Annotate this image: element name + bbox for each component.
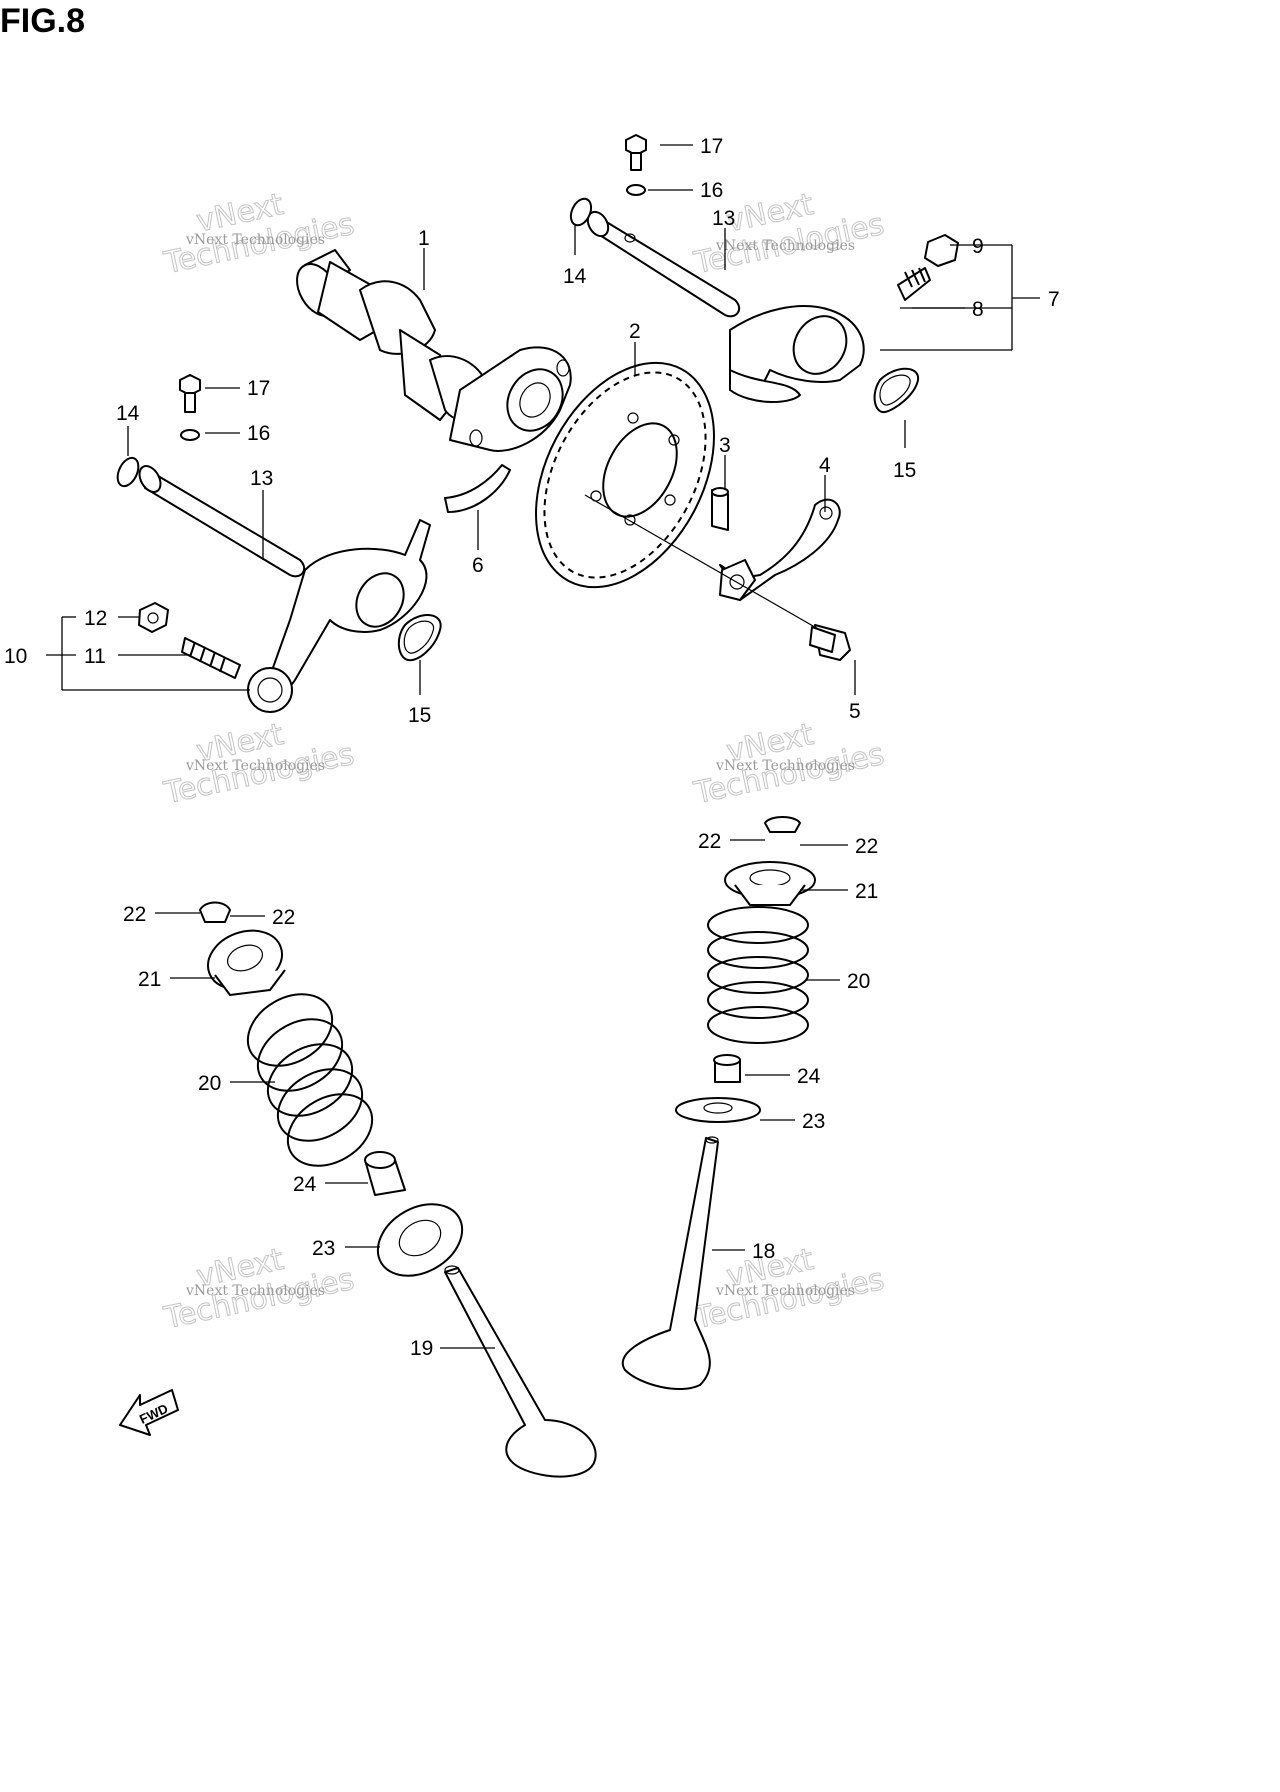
leader-lines: [46, 144, 1040, 1349]
o-ring-15-left: [397, 613, 442, 662]
spring-retainer-left: [207, 929, 286, 996]
svg-text:vNext Technologies: vNext Technologies: [185, 758, 325, 774]
callout-15b: 15: [408, 704, 431, 727]
bracket: [719, 498, 841, 601]
svg-text:vNext Technologies: vNext Technologies: [715, 238, 855, 254]
rocker-arm-left: [247, 519, 431, 713]
callout-1: 1: [418, 227, 430, 250]
bolt-17-left: [179, 374, 201, 413]
adjuster-screw-upper: [897, 267, 931, 301]
callout-17b: 17: [247, 377, 270, 400]
spring-retainer-right: [724, 861, 816, 906]
callout-21a: 21: [855, 880, 878, 903]
spring-seat-left: [376, 1203, 464, 1277]
callout-8: 8: [972, 298, 984, 321]
callout-23a: 23: [802, 1110, 825, 1133]
svg-text:vNext Technologies: vNext Technologies: [715, 758, 855, 774]
o-ring-14-left: [116, 456, 140, 488]
callout-20b: 20: [198, 1072, 221, 1095]
callout-22b: 22: [855, 835, 878, 858]
valve-spring-right: [707, 906, 809, 1044]
callout-22c: 22: [123, 903, 146, 926]
rocker-shaft-upper: [586, 210, 741, 318]
svg-text:vNext Technologies: vNext Technologies: [715, 1283, 855, 1299]
valve-cotter-left: [199, 901, 231, 923]
callout-18: 18: [752, 1240, 775, 1263]
callout-21b: 21: [138, 968, 161, 991]
valve-stem-seal-right: [713, 1054, 741, 1083]
callout-13b: 13: [250, 467, 273, 490]
callout-22a: 22: [698, 830, 721, 853]
o-ring-15-upper: [873, 367, 920, 414]
axis-line: [584, 494, 821, 631]
cam-sprocket: [535, 361, 715, 589]
callout-15a: 15: [893, 459, 916, 482]
figure-title: FIG.8: [0, 2, 86, 40]
valve-right: [621, 1136, 719, 1391]
callout-16b: 16: [247, 422, 270, 445]
spring-seat-right: [675, 1097, 761, 1123]
callout-4: 4: [819, 454, 831, 477]
rocker-shaft-left: [138, 465, 306, 578]
callout-labels: 1 2 3 4 5 6 7 8 9 10 11 12 13 13 14 14 1…: [4, 135, 1060, 1360]
callout-5: 5: [849, 700, 861, 723]
callout-17a: 17: [700, 135, 723, 158]
o-ring-upper: [569, 197, 593, 227]
callout-10: 10: [4, 645, 27, 668]
callout-14b: 14: [116, 402, 140, 425]
callout-11: 11: [84, 645, 106, 668]
fwd-arrow: FWD: [119, 1389, 179, 1436]
callout-9: 9: [972, 235, 984, 258]
callout-2: 2: [629, 320, 641, 343]
callout-14a: 14: [563, 265, 587, 288]
valve-stem-seal-left: [364, 1151, 406, 1196]
washer-16-upper: [626, 184, 646, 196]
camshaft: [296, 249, 572, 452]
callout-24a: 24: [797, 1065, 821, 1088]
bolt-17-upper: [625, 134, 647, 171]
callout-22d: 22: [272, 906, 295, 929]
valve-left: [444, 1265, 597, 1478]
callout-6: 6: [472, 554, 484, 577]
callout-19: 19: [410, 1337, 433, 1360]
adjuster-screw-11-left: [181, 637, 241, 679]
callout-7: 7: [1048, 288, 1060, 311]
lock-nut-upper: [924, 234, 959, 267]
valve-cotter-right: [764, 816, 801, 833]
valve-spring-left: [246, 993, 374, 1167]
callout-20a: 20: [847, 970, 870, 993]
washer-16-left: [180, 429, 200, 441]
callout-16a: 16: [700, 179, 723, 202]
svg-text:vNext Technologies: vNext Technologies: [185, 1283, 325, 1299]
callout-23b: 23: [312, 1237, 335, 1260]
callout-24b: 24: [293, 1173, 317, 1196]
dowel-pin: [711, 487, 729, 531]
svg-text:vNext Technologies: vNext Technologies: [185, 232, 325, 248]
bolt: [809, 624, 851, 661]
cam-stopper: [444, 464, 511, 513]
callout-13a: 13: [712, 207, 735, 230]
rocker-arm-upper: [729, 305, 865, 403]
lock-nut-12-left: [138, 602, 169, 633]
callout-12: 12: [84, 607, 107, 630]
callout-3: 3: [719, 434, 731, 457]
